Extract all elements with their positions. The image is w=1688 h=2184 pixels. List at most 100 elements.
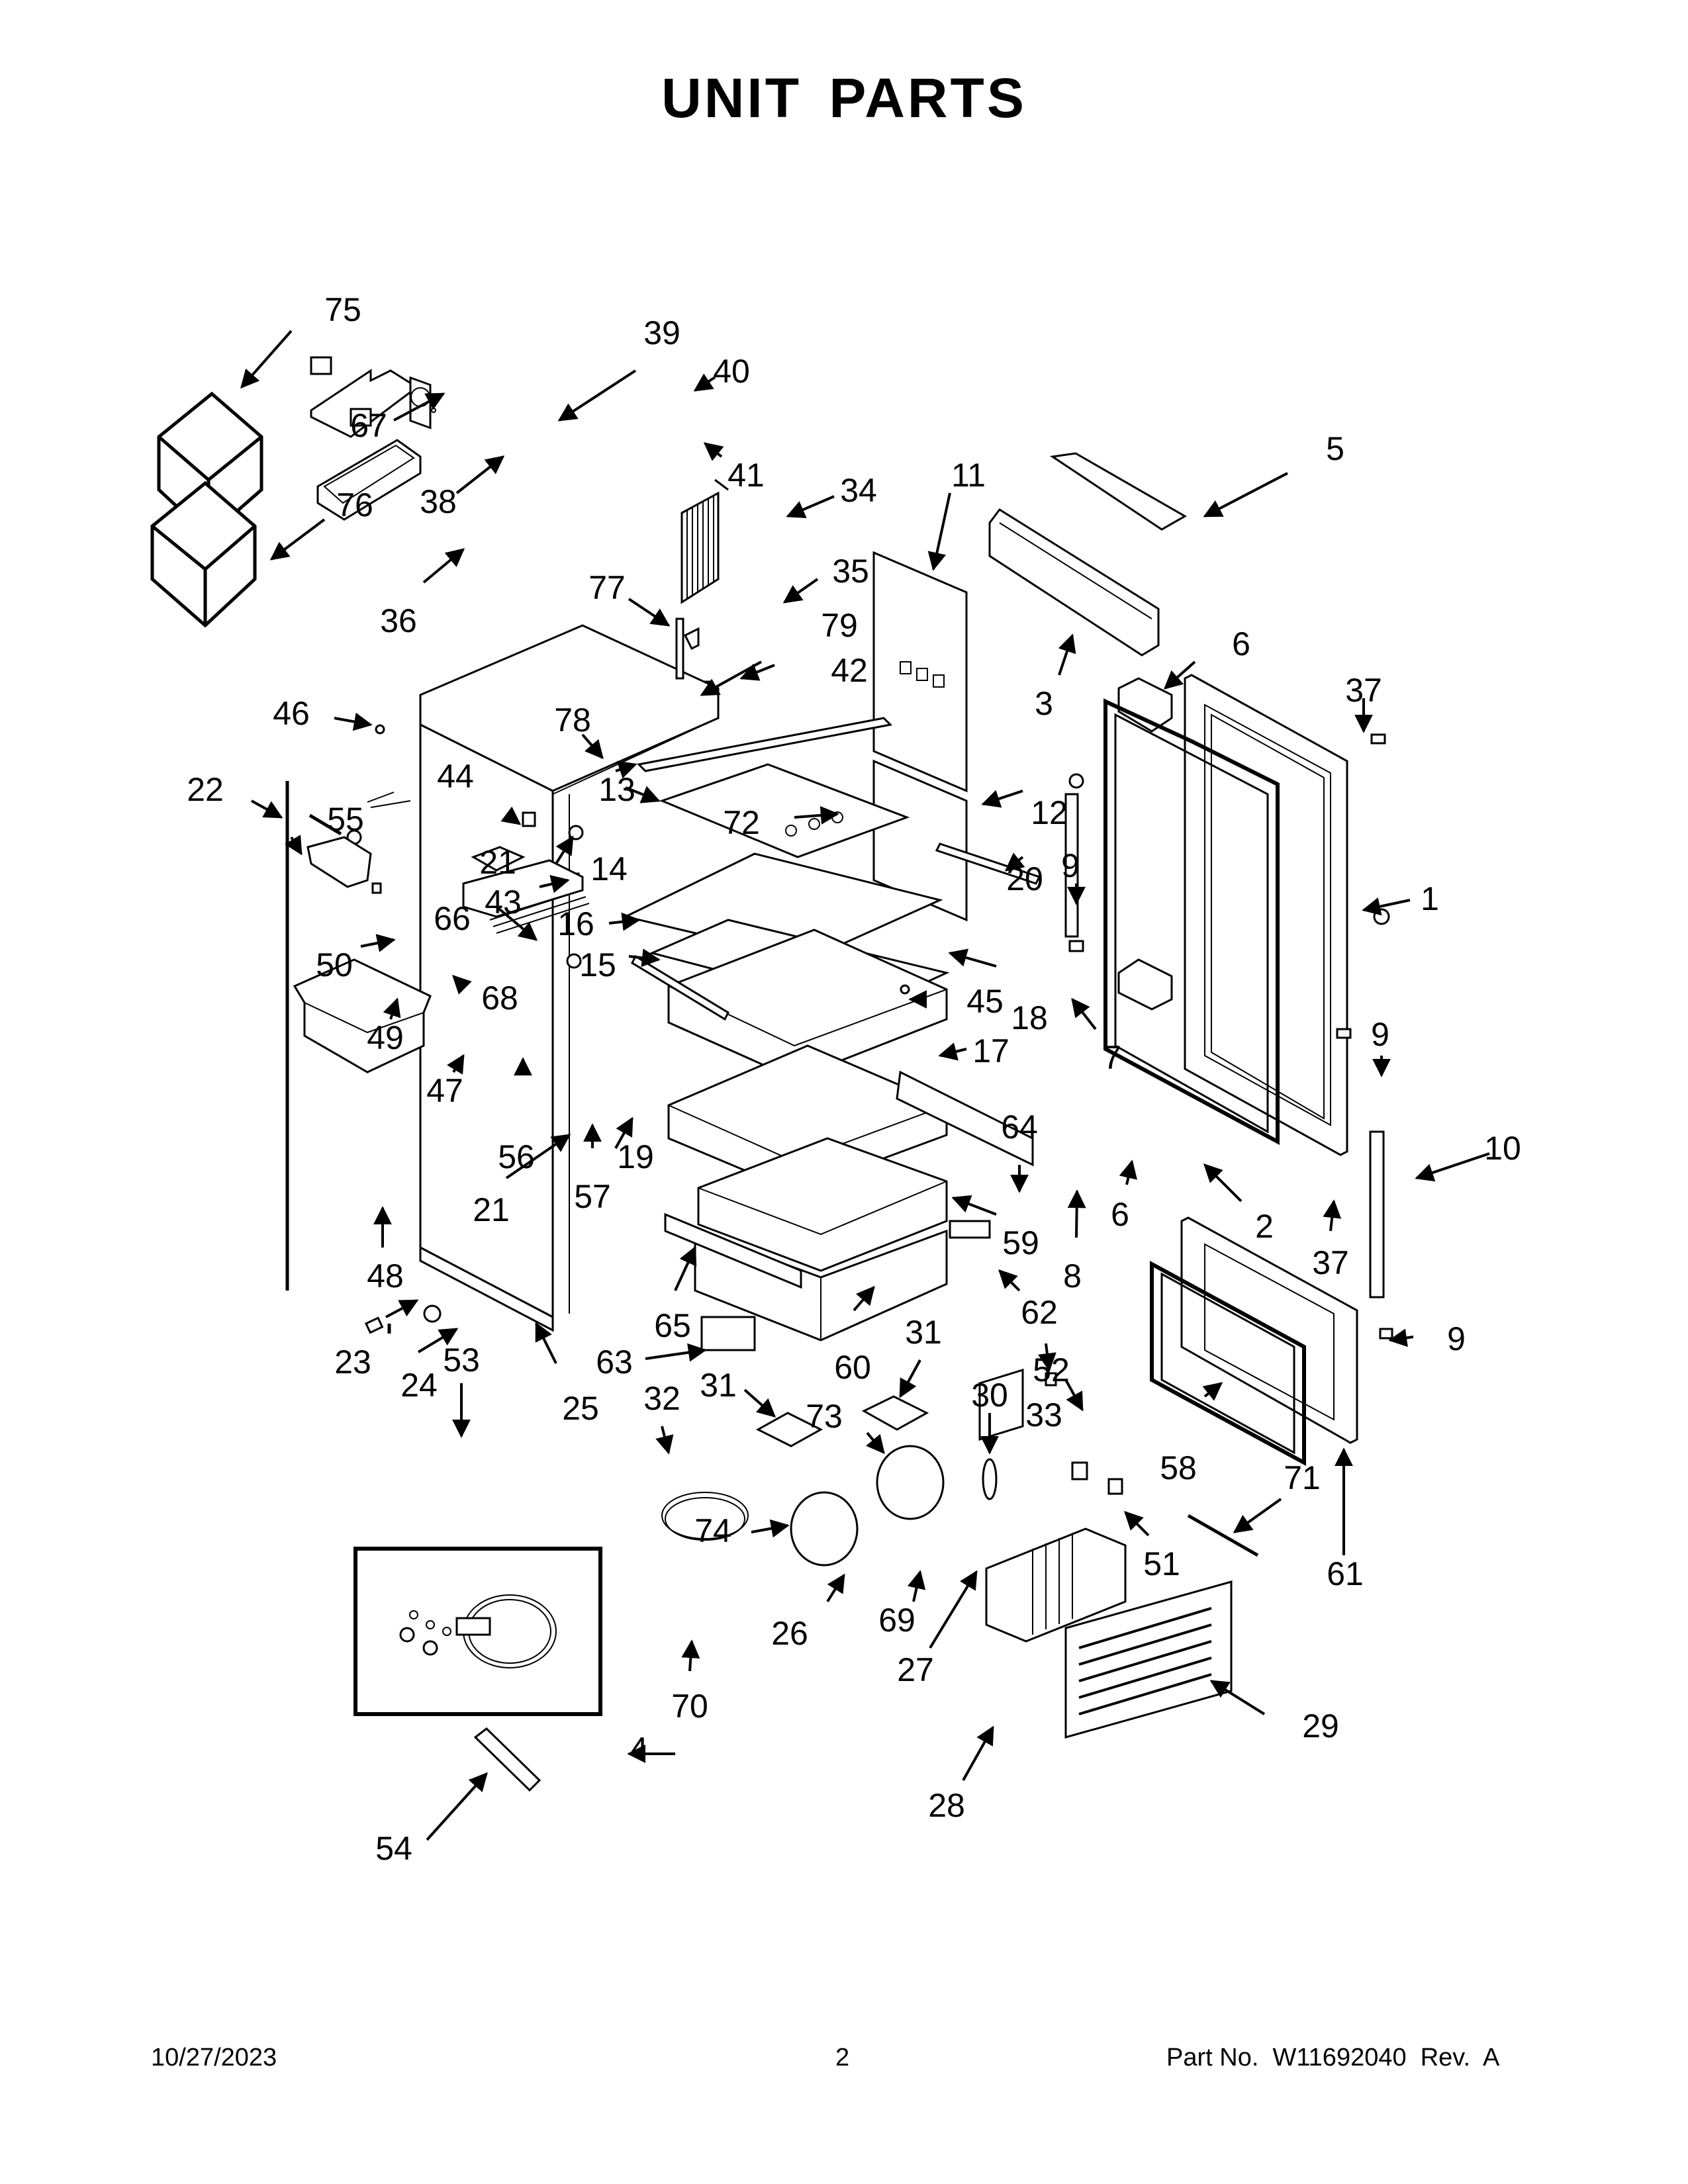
part-24-plate (364, 1316, 384, 1334)
callout-33: 33 (1025, 1396, 1062, 1433)
leader-47 (447, 1054, 465, 1075)
callout-69: 69 (878, 1602, 915, 1639)
leader-58 (1202, 1382, 1223, 1401)
callout-42: 42 (831, 652, 868, 689)
leader-34 (786, 495, 835, 518)
callout-78: 78 (554, 702, 591, 739)
callout-64: 64 (1001, 1109, 1038, 1146)
callout-43: 43 (485, 884, 522, 921)
part-10-hinge-cover (1369, 1130, 1385, 1298)
leader-55 (285, 835, 303, 856)
callout-15: 15 (579, 946, 616, 983)
callout-46: 46 (273, 695, 310, 732)
leader-41 (703, 442, 724, 461)
callout-10: 10 (1484, 1130, 1521, 1167)
part-31-pan-b (861, 1395, 929, 1431)
part-3-door-bin (988, 508, 1160, 657)
part-5-strip (1049, 452, 1188, 531)
part-38-block (350, 408, 372, 427)
footer-page-number: 2 (835, 2044, 850, 2071)
callout-labels: 75 39 40 67 41 38 76 34 11 5 35 36 77 79… (187, 291, 1521, 1867)
part-77-bar (675, 617, 684, 680)
leader-44 (500, 806, 522, 825)
callout-37a: 37 (1345, 672, 1382, 709)
part-55-spring (367, 792, 411, 808)
part-12-panel (872, 759, 968, 922)
callout-32: 32 (643, 1380, 680, 1417)
callout-28: 28 (928, 1787, 965, 1824)
callout-66: 66 (434, 900, 471, 937)
callout-55: 55 (327, 801, 364, 838)
part-39-bracket (310, 369, 419, 438)
leader-3 (1058, 633, 1076, 676)
leader-31a (899, 1359, 921, 1398)
leader-37b (1323, 1199, 1342, 1232)
callout-68: 68 (481, 979, 518, 1017)
part-63-bracket (700, 1316, 756, 1351)
callout-29: 29 (1302, 1707, 1339, 1745)
callout-76: 76 (336, 486, 373, 523)
callout-62: 62 (1021, 1294, 1058, 1331)
leader-6b (1119, 1160, 1138, 1185)
callout-9b: 9 (1371, 1016, 1389, 1053)
leader-29 (1209, 1680, 1266, 1715)
callout-40: 40 (713, 353, 750, 390)
leader-51 (1124, 1511, 1150, 1537)
part-70-box (455, 1617, 491, 1636)
callout-8: 8 (1063, 1257, 1082, 1295)
part-76-box (150, 480, 257, 628)
leader-8 (1067, 1189, 1086, 1238)
callout-39: 39 (643, 314, 680, 351)
part-drawings (150, 356, 1393, 1792)
leader-32 (655, 1426, 674, 1455)
callout-3: 3 (1035, 685, 1053, 722)
callout-7: 7 (1103, 1039, 1121, 1076)
callout-12: 12 (1031, 794, 1068, 831)
callout-58: 58 (1160, 1449, 1197, 1486)
part-71-rod (1187, 1514, 1259, 1557)
callout-77: 77 (588, 569, 626, 606)
part-9-cap-b (1373, 908, 1390, 925)
leader-62 (998, 1269, 1021, 1292)
leader-17 (938, 1042, 967, 1061)
part-74-compressor (790, 1491, 859, 1567)
footer-date: 10/27/2023 (151, 2044, 277, 2071)
part-73-compressor (876, 1445, 945, 1520)
callout-47: 47 (426, 1072, 463, 1109)
part-8-cap (1068, 940, 1084, 952)
callout-54: 54 (375, 1830, 412, 1867)
callout-37b: 37 (1312, 1244, 1349, 1281)
leader-15 (628, 948, 661, 968)
part-62-slide (949, 1220, 991, 1239)
part-33-clip (1045, 1372, 1057, 1387)
leader-50 (360, 934, 396, 952)
callout-44: 44 (437, 758, 474, 795)
part-13-cover (636, 717, 893, 772)
leader-77 (628, 598, 671, 627)
part-6-hinge-bottom (1117, 958, 1173, 1011)
part-67-block (310, 356, 332, 375)
leader-73 (866, 1432, 885, 1455)
leader-9c (1388, 1328, 1414, 1347)
callout-70: 70 (671, 1688, 708, 1725)
leader-10 (1415, 1152, 1490, 1182)
leader-19 (614, 1116, 633, 1149)
callout-24: 24 (400, 1367, 438, 1404)
leader-23 (385, 1299, 419, 1318)
callout-67: 67 (350, 407, 387, 444)
leader-21b (505, 1134, 571, 1179)
part-19-rail (631, 954, 729, 1021)
part-50-tube (308, 813, 342, 836)
part-41-screw (431, 408, 436, 413)
callout-1: 1 (1421, 880, 1439, 917)
callout-11: 11 (951, 457, 986, 494)
callout-16: 16 (557, 905, 594, 942)
callout-9a: 9 (1061, 847, 1080, 884)
callout-57: 57 (574, 1178, 611, 1215)
callout-31a: 31 (905, 1314, 942, 1351)
callout-56: 56 (498, 1138, 535, 1175)
callout-50: 50 (316, 946, 353, 983)
part-45-plug (900, 984, 910, 995)
leader-36 (422, 548, 465, 584)
